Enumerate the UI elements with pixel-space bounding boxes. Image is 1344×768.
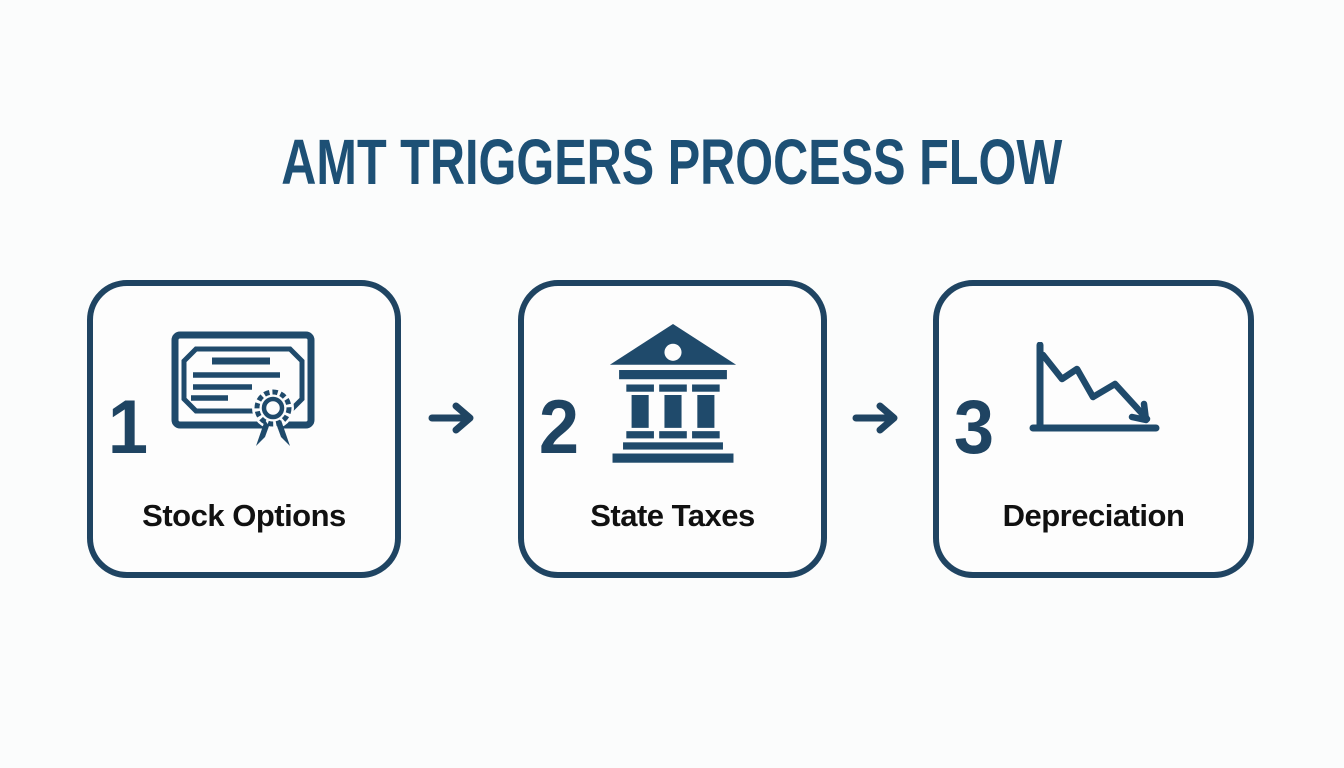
title-row: AMT TRIGGERS PROCESS FLOW [0,130,1344,194]
bank-icon [607,324,739,471]
step-box-depreciation: 3 Depreciation [933,280,1254,578]
right-arrow-icon [428,398,484,438]
step-box-state-taxes: 2 [518,280,827,578]
right-arrow-icon [852,398,908,438]
declining-chart-icon [1028,341,1160,447]
page-title: AMT TRIGGERS PROCESS FLOW [281,126,1063,198]
step-number: 1 [107,385,149,470]
step-number: 2 [538,385,580,470]
step-label: Depreciation [1002,498,1185,533]
step-number: 3 [953,385,995,470]
certificate-icon [170,330,318,457]
step-box-stock-options: 1 Stock Options [87,280,401,578]
step-label: Stock Options [142,498,346,533]
step-label: State Taxes [590,498,755,533]
